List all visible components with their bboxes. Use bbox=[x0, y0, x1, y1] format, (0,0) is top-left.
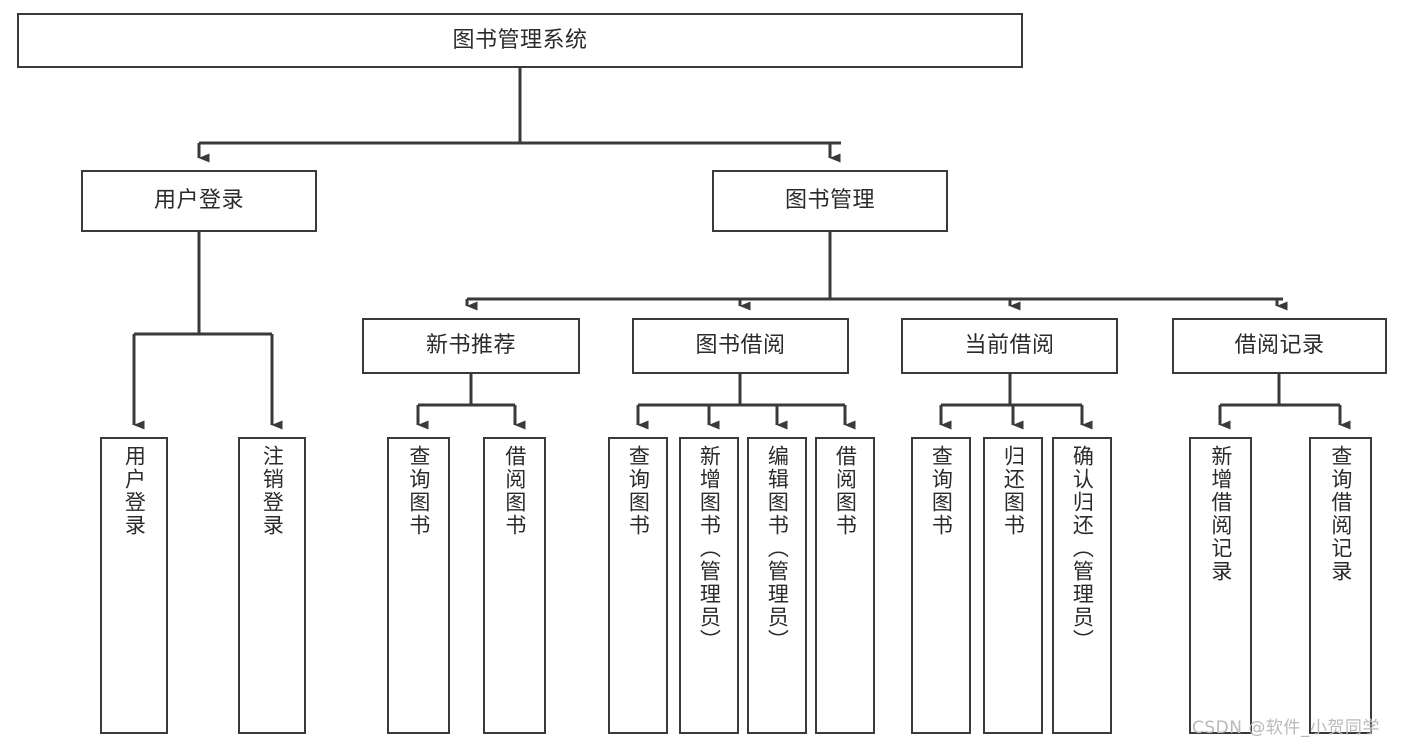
edge-currentborrow-to-leaves bbox=[939, 374, 1093, 430]
node-borrow-record-label: 借阅记录 bbox=[1234, 333, 1325, 359]
node-book-manage-label: 图书管理 bbox=[784, 188, 875, 214]
node-leaf-user-logout-label: 注销登录 bbox=[260, 445, 285, 537]
edge-bookmanage-to-level3 bbox=[465, 232, 1288, 311]
edge-userlogin-to-leaves bbox=[132, 232, 283, 430]
node-user-login-label: 用户登录 bbox=[153, 188, 244, 214]
node-leaf-edit-book-admin[interactable]: 编辑图书（管理员） bbox=[747, 437, 807, 734]
edge-bookborrow-to-leaves bbox=[636, 374, 856, 430]
node-leaf-add-book-admin[interactable]: 新增图书（管理员） bbox=[679, 437, 739, 734]
node-leaf-query-book-current-label: 查询图书 bbox=[929, 445, 954, 537]
node-leaf-borrow-book-rec[interactable]: 借阅图书 bbox=[483, 437, 546, 734]
node-leaf-user-login[interactable]: 用户登录 bbox=[100, 437, 168, 734]
node-leaf-user-logout[interactable]: 注销登录 bbox=[238, 437, 306, 734]
node-new-book-recommend[interactable]: 新书推荐 bbox=[362, 318, 580, 374]
node-current-borrow-label: 当前借阅 bbox=[964, 333, 1055, 359]
node-new-book-recommend-label: 新书推荐 bbox=[425, 333, 516, 359]
node-leaf-query-book-current[interactable]: 查询图书 bbox=[911, 437, 971, 734]
node-book-manage[interactable]: 图书管理 bbox=[712, 170, 948, 232]
node-leaf-add-borrow-record-label: 新增借阅记录 bbox=[1208, 445, 1233, 583]
node-leaf-add-borrow-record[interactable]: 新增借阅记录 bbox=[1189, 437, 1252, 734]
node-book-borrow[interactable]: 图书借阅 bbox=[632, 318, 849, 374]
node-leaf-query-borrow-record-label: 查询借阅记录 bbox=[1328, 445, 1353, 583]
node-leaf-query-book-rec[interactable]: 查询图书 bbox=[387, 437, 450, 734]
node-user-login[interactable]: 用户登录 bbox=[81, 170, 317, 232]
node-leaf-return-book-label: 归还图书 bbox=[1001, 445, 1026, 537]
node-root-label: 图书管理系统 bbox=[452, 27, 588, 53]
node-leaf-confirm-return-admin-label: 确认归还（管理员） bbox=[1070, 445, 1095, 652]
watermark-text: CSDN @软件_小贺同学 bbox=[1192, 718, 1380, 738]
node-leaf-query-book-rec-label: 查询图书 bbox=[406, 445, 431, 537]
node-leaf-confirm-return-admin[interactable]: 确认归还（管理员） bbox=[1052, 437, 1112, 734]
node-leaf-borrow-book[interactable]: 借阅图书 bbox=[815, 437, 875, 734]
node-book-borrow-label: 图书借阅 bbox=[695, 333, 786, 359]
node-leaf-query-book-borrow[interactable]: 查询图书 bbox=[608, 437, 668, 734]
node-leaf-borrow-book-label: 借阅图书 bbox=[833, 445, 858, 537]
edge-root-to-level2 bbox=[197, 68, 841, 163]
node-leaf-borrow-book-rec-label: 借阅图书 bbox=[502, 445, 527, 537]
node-leaf-return-book[interactable]: 归还图书 bbox=[983, 437, 1043, 734]
node-root[interactable]: 图书管理系统 bbox=[17, 13, 1023, 68]
node-leaf-edit-book-admin-label: 编辑图书（管理员） bbox=[765, 445, 790, 652]
node-leaf-query-borrow-record[interactable]: 查询借阅记录 bbox=[1309, 437, 1372, 734]
node-leaf-add-book-admin-label: 新增图书（管理员） bbox=[697, 445, 722, 652]
edge-newbook-to-leaves bbox=[416, 374, 526, 430]
edge-borrowrecord-to-leaves bbox=[1218, 374, 1351, 430]
node-leaf-query-book-borrow-label: 查询图书 bbox=[626, 445, 651, 537]
node-borrow-record[interactable]: 借阅记录 bbox=[1172, 318, 1387, 374]
node-leaf-user-login-label: 用户登录 bbox=[122, 445, 147, 537]
node-current-borrow[interactable]: 当前借阅 bbox=[901, 318, 1118, 374]
